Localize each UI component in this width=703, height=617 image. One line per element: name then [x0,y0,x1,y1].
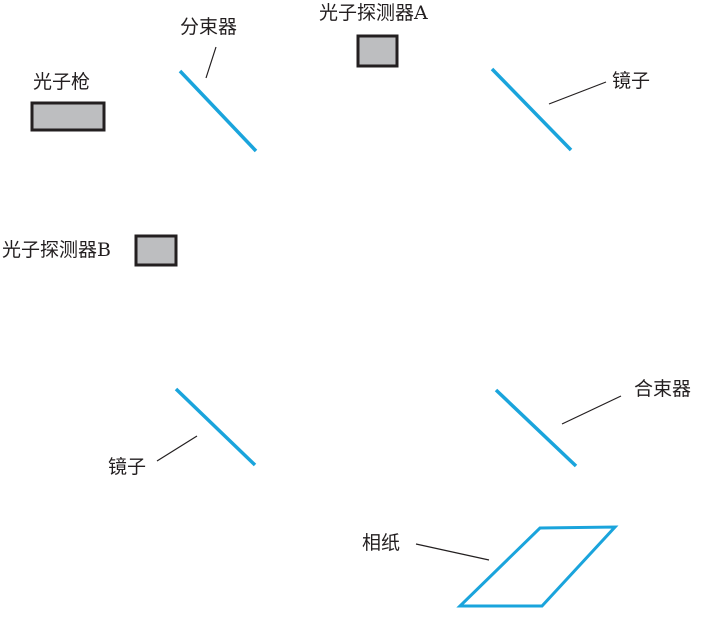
photon-gun-label: 光子枪 [33,71,91,93]
mirror-bottom-left-line [174,387,257,467]
photo-paper-leader [415,543,490,561]
detector-a-box [356,34,399,68]
photo-paper-shape [456,525,619,608]
mirror-bottom-left-label: 镜子 [108,456,147,478]
beam-combiner-line [494,388,578,468]
beam-combiner-label: 合束器 [634,378,692,400]
mirror-top-right-line [490,67,573,152]
detector-a-label: 光子探测器A [319,2,428,24]
beam-splitter-line [178,69,258,153]
mirror-top-right-leader [548,81,607,105]
beam-splitter-leader [205,46,217,79]
photo-paper-label: 相纸 [362,532,401,554]
beam-combiner-leader [561,395,622,425]
photon-gun-box [30,101,106,132]
detector-b-label: 光子探测器B [2,239,111,261]
mirror-bottom-left-leader [156,435,198,462]
detector-b-box [134,234,178,267]
beam-splitter-label: 分束器 [180,16,238,38]
mirror-top-right-label: 镜子 [612,70,651,92]
